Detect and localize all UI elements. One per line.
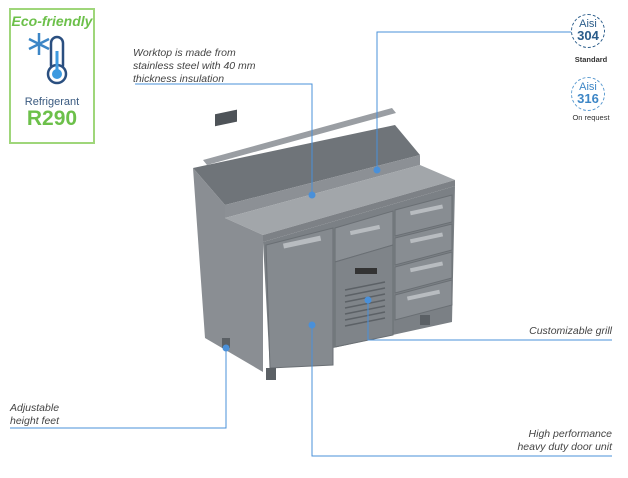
controller-display bbox=[355, 268, 377, 274]
door-handle bbox=[282, 235, 322, 249]
drawers bbox=[394, 194, 453, 321]
pan-lid bbox=[203, 108, 396, 165]
door bbox=[265, 227, 334, 369]
worktop-line-1: Worktop is made from bbox=[133, 47, 236, 59]
eco-friendly-badge: Eco-friendly Refrigerant R290 bbox=[9, 8, 95, 144]
callout-dots bbox=[222, 166, 381, 352]
badge-number: 316 bbox=[577, 91, 599, 106]
side-panel bbox=[193, 168, 263, 372]
snowflake-thermometer-icon bbox=[28, 33, 68, 85]
ventilation-grill bbox=[344, 281, 386, 327]
badge-number: 304 bbox=[577, 28, 599, 43]
grill-panel bbox=[334, 244, 394, 348]
grill-callout: Customizable grill bbox=[529, 325, 612, 337]
gastronorm-pans bbox=[215, 109, 237, 127]
badge-top: Aisi bbox=[579, 18, 597, 30]
feet-line-2: height feet bbox=[10, 415, 60, 427]
feet-line-1: Adjustable bbox=[10, 402, 60, 414]
worktop-line-2: stainless steel with 40 mm bbox=[133, 60, 256, 72]
eco-title: Eco-friendly bbox=[11, 13, 93, 29]
door-callout: High performance heavy duty door unit bbox=[517, 428, 612, 454]
feet-callout: Adjustable height feet bbox=[10, 402, 59, 428]
badge-caption-standard: Standard bbox=[574, 55, 608, 64]
badge-top: Aisi bbox=[579, 81, 597, 93]
callout-lines bbox=[10, 31, 612, 457]
door-line-1: High performance bbox=[528, 428, 612, 440]
badge-caption-on-request: On request bbox=[572, 113, 610, 122]
pan-well bbox=[193, 125, 420, 205]
backsplash bbox=[225, 155, 420, 218]
feet bbox=[222, 315, 430, 380]
worktop-callout: Worktop is made from stainless steel wit… bbox=[133, 47, 256, 86]
door-line-2: heavy duty door unit bbox=[517, 441, 612, 453]
worktop-line-3: thickness insulation bbox=[133, 73, 225, 85]
worktop bbox=[225, 165, 455, 235]
refrigerant-label: Refrigerant bbox=[24, 96, 80, 108]
refrigerant-value: R290 bbox=[26, 107, 78, 130]
